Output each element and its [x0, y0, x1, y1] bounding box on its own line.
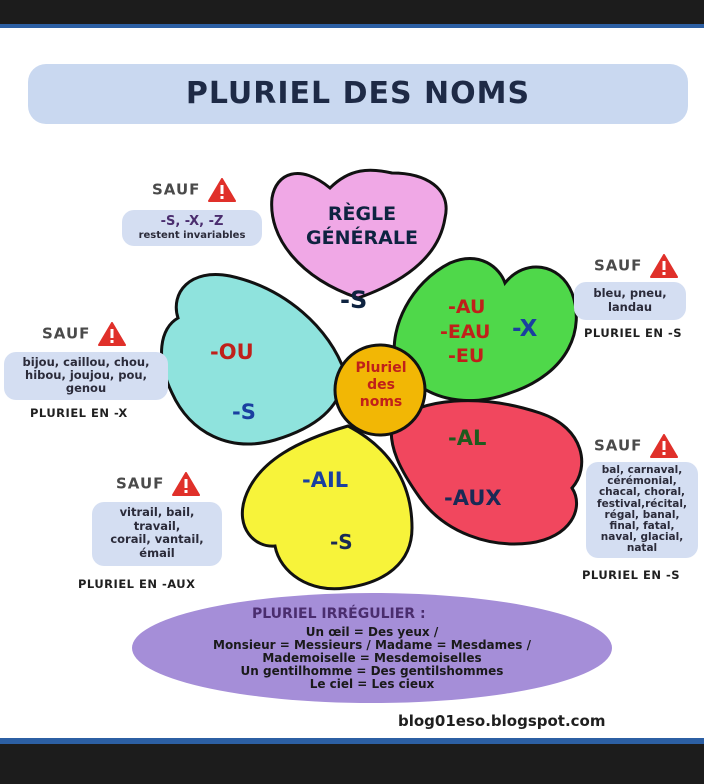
exception-line: travail, — [133, 518, 181, 533]
center-line-3: noms — [359, 394, 403, 410]
rule-bottom-left: PLURIEL EN -AUX — [78, 577, 196, 591]
exception-text-left: bijou, caillou, chou, hibou, joujou, pou… — [4, 356, 168, 395]
bottom-suffix-s: -S — [330, 530, 353, 554]
right-top-suffix-eau: -EAU — [440, 321, 491, 343]
exception-line: restent invariables — [138, 230, 246, 241]
center-line-2: des — [367, 377, 395, 393]
right-top-suffix-au: -AU — [448, 296, 486, 318]
sauf-text: SAUF — [116, 474, 165, 493]
exception-line: festival,récital, — [597, 497, 687, 510]
exception-line: chacal, choral, — [598, 486, 686, 499]
warning-triangle-icon — [171, 472, 200, 496]
sauf-label-top-left: SAUF — [152, 178, 236, 202]
center-line-1: Pluriel — [355, 360, 407, 376]
exception-line: -S, -X, -Z — [160, 214, 224, 229]
irregular-title: PLURIEL IRRÉGULIER : — [252, 606, 426, 622]
exception-line: bleu, pneu, — [593, 286, 667, 300]
petal-right-bottom — [389, 399, 584, 546]
left-suffix-ou: -OU — [210, 340, 254, 364]
exception-line: bal, carnaval, — [601, 464, 683, 476]
exception-box-right-bottom — [586, 462, 698, 558]
exception-text-right-bottom: bal, carnaval, cérémonial, chacal, chora… — [586, 464, 698, 555]
irregular-ellipse — [132, 593, 612, 703]
center-label: Pluriel des noms — [336, 360, 426, 411]
general-suffix: -S — [340, 286, 368, 314]
irregular-line-4: Un gentilhomme = Des gentilshommes — [240, 664, 504, 678]
exception-box-left — [4, 352, 168, 400]
sauf-text: SAUF — [152, 180, 201, 199]
petal-top — [270, 168, 448, 300]
right-bottom-suffix-aux: -AUX — [444, 486, 502, 510]
petal-bottom — [240, 424, 414, 591]
right-top-plural-x: -X — [512, 316, 538, 342]
exception-line: émail — [139, 545, 175, 560]
general-rule-line-2: GÉNÉRALE — [306, 227, 418, 249]
title-banner — [28, 64, 688, 124]
flower-center — [333, 343, 427, 437]
exception-line: régal, banal, — [604, 508, 680, 521]
exception-line: genou — [65, 381, 107, 395]
exception-box-right-top — [574, 282, 686, 320]
exception-line: bijou, caillou, chou, — [22, 355, 150, 369]
exception-box-bottom-left — [92, 502, 222, 566]
right-top-suffix-eu: -EU — [448, 345, 485, 367]
left-suffix-s: -S — [232, 400, 256, 424]
sauf-label-right-top: SAUF — [594, 254, 678, 278]
rule-right-top: PLURIEL EN -S — [584, 326, 683, 340]
irregular-line-2: Monsieur = Messieurs / Madame = Mesdames… — [213, 638, 531, 652]
exception-line: naval, glacial, — [600, 531, 684, 544]
sauf-label-bottom-left: SAUF — [116, 472, 200, 496]
exception-text-right-top: bleu, pneu, landau — [574, 286, 686, 314]
exception-line: hibou, joujou, pou, — [25, 368, 147, 382]
infographic-card: PLURIEL DES NOMS Pluriel des noms RÈGLE … — [0, 24, 704, 744]
irregular-line-5: Le ciel = Les cieux — [309, 677, 435, 691]
exception-box-top-left — [122, 210, 262, 246]
exception-line: cérémonial, — [607, 475, 677, 488]
bottom-suffix-ail: -AIL — [302, 468, 349, 492]
exception-text-bottom-left: vitrail, bail, travail, corail, vantail,… — [92, 505, 222, 560]
sauf-label-left: SAUF — [42, 322, 126, 346]
warning-triangle-icon — [649, 254, 678, 278]
exception-line: vitrail, bail, — [119, 505, 195, 519]
warning-triangle-icon — [97, 322, 126, 346]
exception-text-top-left: -S, -X, -Z restent invariables — [122, 214, 262, 242]
irregular-line-3: Mademoiselle = Mesdemoiselles — [262, 651, 482, 665]
sauf-label-right-bottom: SAUF — [594, 434, 678, 458]
flower-diagram — [132, 168, 612, 703]
general-rule-line-1: RÈGLE — [327, 203, 397, 225]
right-bottom-suffix-al: -AL — [448, 426, 487, 450]
exception-line: corail, vantail, — [110, 532, 204, 546]
warning-triangle-icon — [649, 434, 678, 458]
general-rule-label: RÈGLE GÉNÉRALE — [282, 202, 442, 250]
sauf-text: SAUF — [594, 436, 643, 455]
petal-left — [160, 273, 347, 446]
rule-right-bottom: PLURIEL EN -S — [582, 568, 681, 582]
warning-triangle-icon — [207, 178, 236, 202]
rule-left: PLURIEL EN -X — [30, 406, 128, 420]
exception-line: natal — [626, 542, 658, 555]
sauf-text: SAUF — [42, 324, 91, 343]
blog-footer: blog01eso.blogspot.com — [398, 712, 606, 730]
exception-line: final, fatal, — [609, 520, 675, 533]
sauf-text: SAUF — [594, 256, 643, 275]
exception-line: landau — [607, 300, 653, 314]
page-title: PLURIEL DES NOMS — [185, 76, 531, 111]
irregular-line-1: Un œil = Des yeux / — [305, 625, 439, 639]
